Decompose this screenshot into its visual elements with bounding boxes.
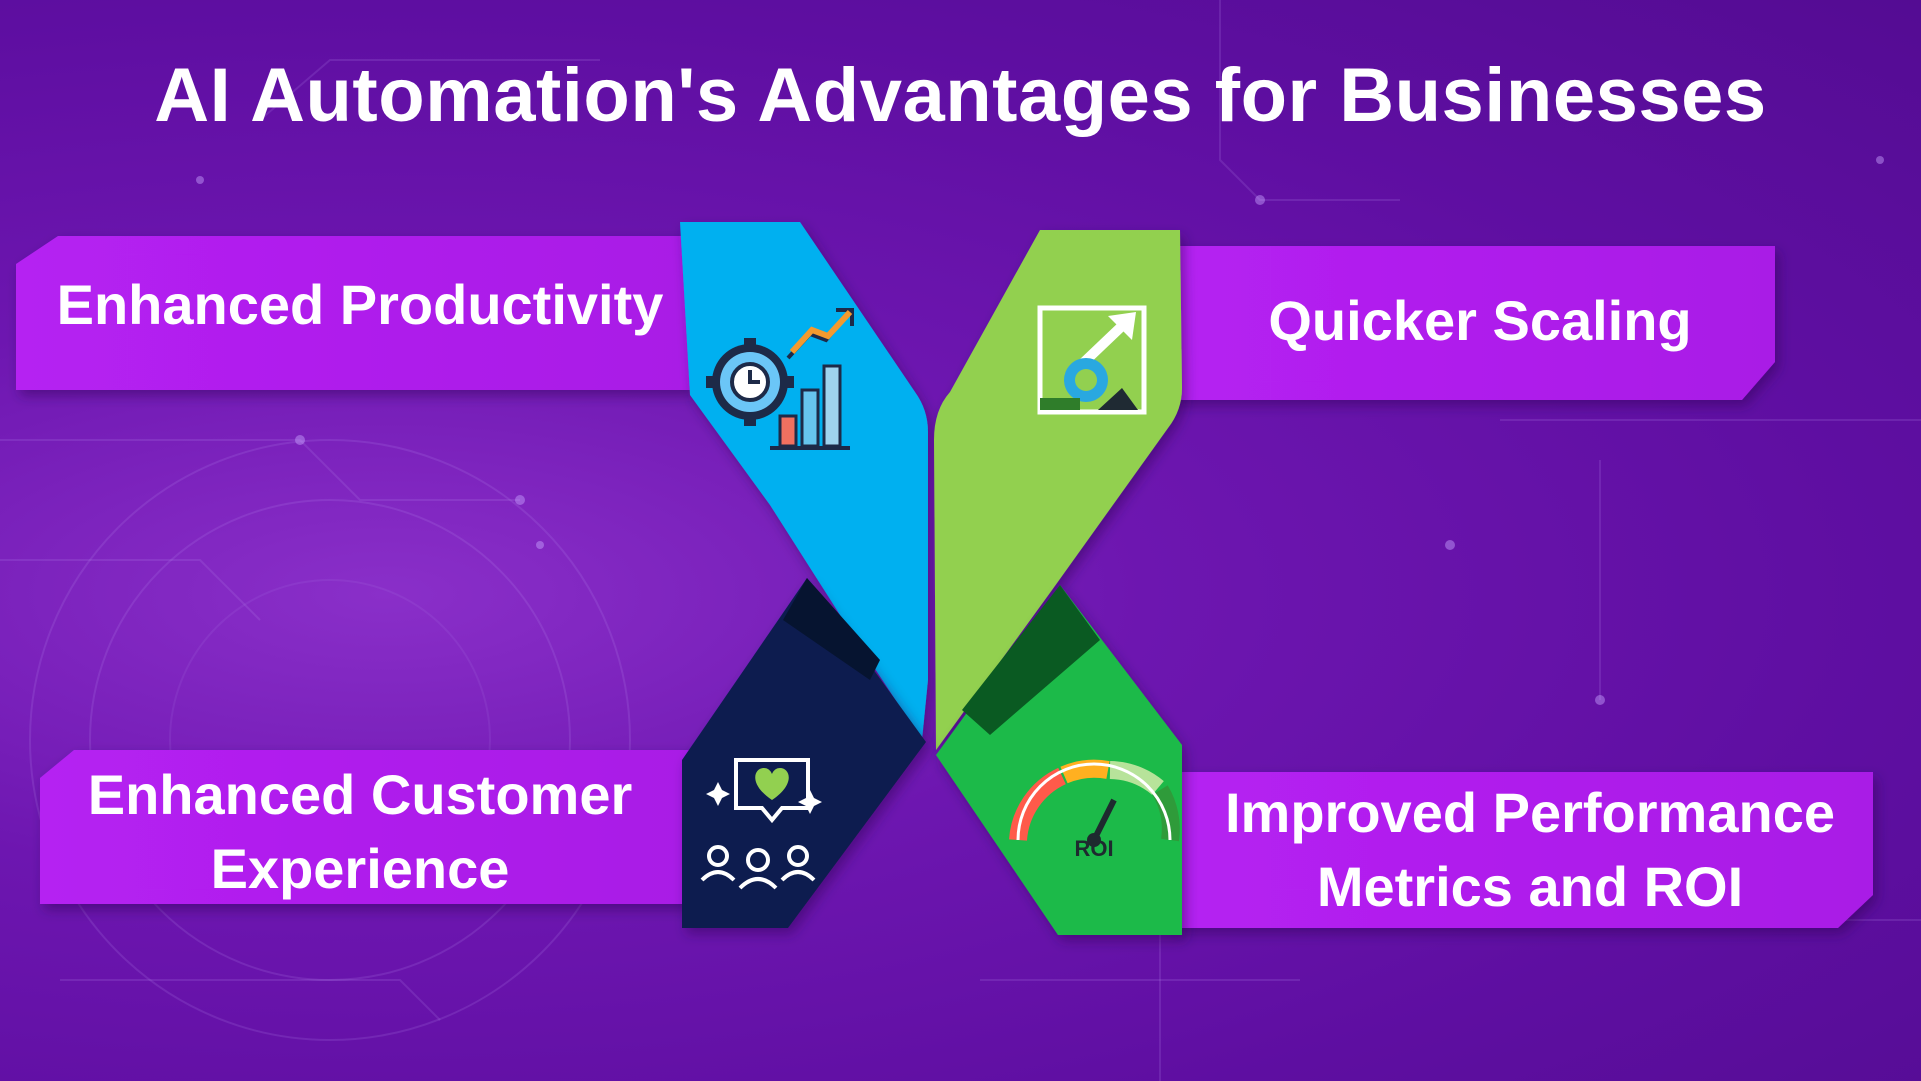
label-improved-performance: Improved Performance Metrics and ROI bbox=[1190, 776, 1870, 924]
label-enhanced-productivity: Enhanced Productivity bbox=[56, 273, 664, 336]
roi-gauge-text: ROI bbox=[1074, 836, 1114, 861]
x-segment-navy-shade bbox=[783, 578, 880, 680]
x-segment-green-shade bbox=[962, 585, 1100, 735]
label-line: Improved Performance bbox=[1225, 781, 1835, 844]
label-line: Enhanced Customer bbox=[87, 763, 633, 826]
roi-gauge-icon bbox=[1009, 759, 1180, 847]
scaling-arrow-icon bbox=[1037, 305, 1147, 415]
banner-improved-performance bbox=[1170, 772, 1873, 928]
gear-growth-chart-icon bbox=[706, 308, 854, 450]
label-line: Experience bbox=[210, 837, 510, 900]
label-line: Metrics and ROI bbox=[1316, 855, 1744, 918]
label-enhanced-customer-experience: Enhanced Customer Experience bbox=[40, 758, 680, 906]
label-quicker-scaling: Quicker Scaling bbox=[1268, 289, 1692, 352]
banner-enhanced-customer-experience bbox=[40, 750, 690, 904]
banner-enhanced-productivity bbox=[16, 236, 690, 390]
banner-quicker-scaling bbox=[1160, 246, 1775, 400]
x-segment-lightgreen bbox=[934, 230, 1182, 750]
customer-heart-icon bbox=[700, 758, 822, 890]
page-title: AI Automation's Advantages for Businesse… bbox=[154, 53, 1767, 138]
